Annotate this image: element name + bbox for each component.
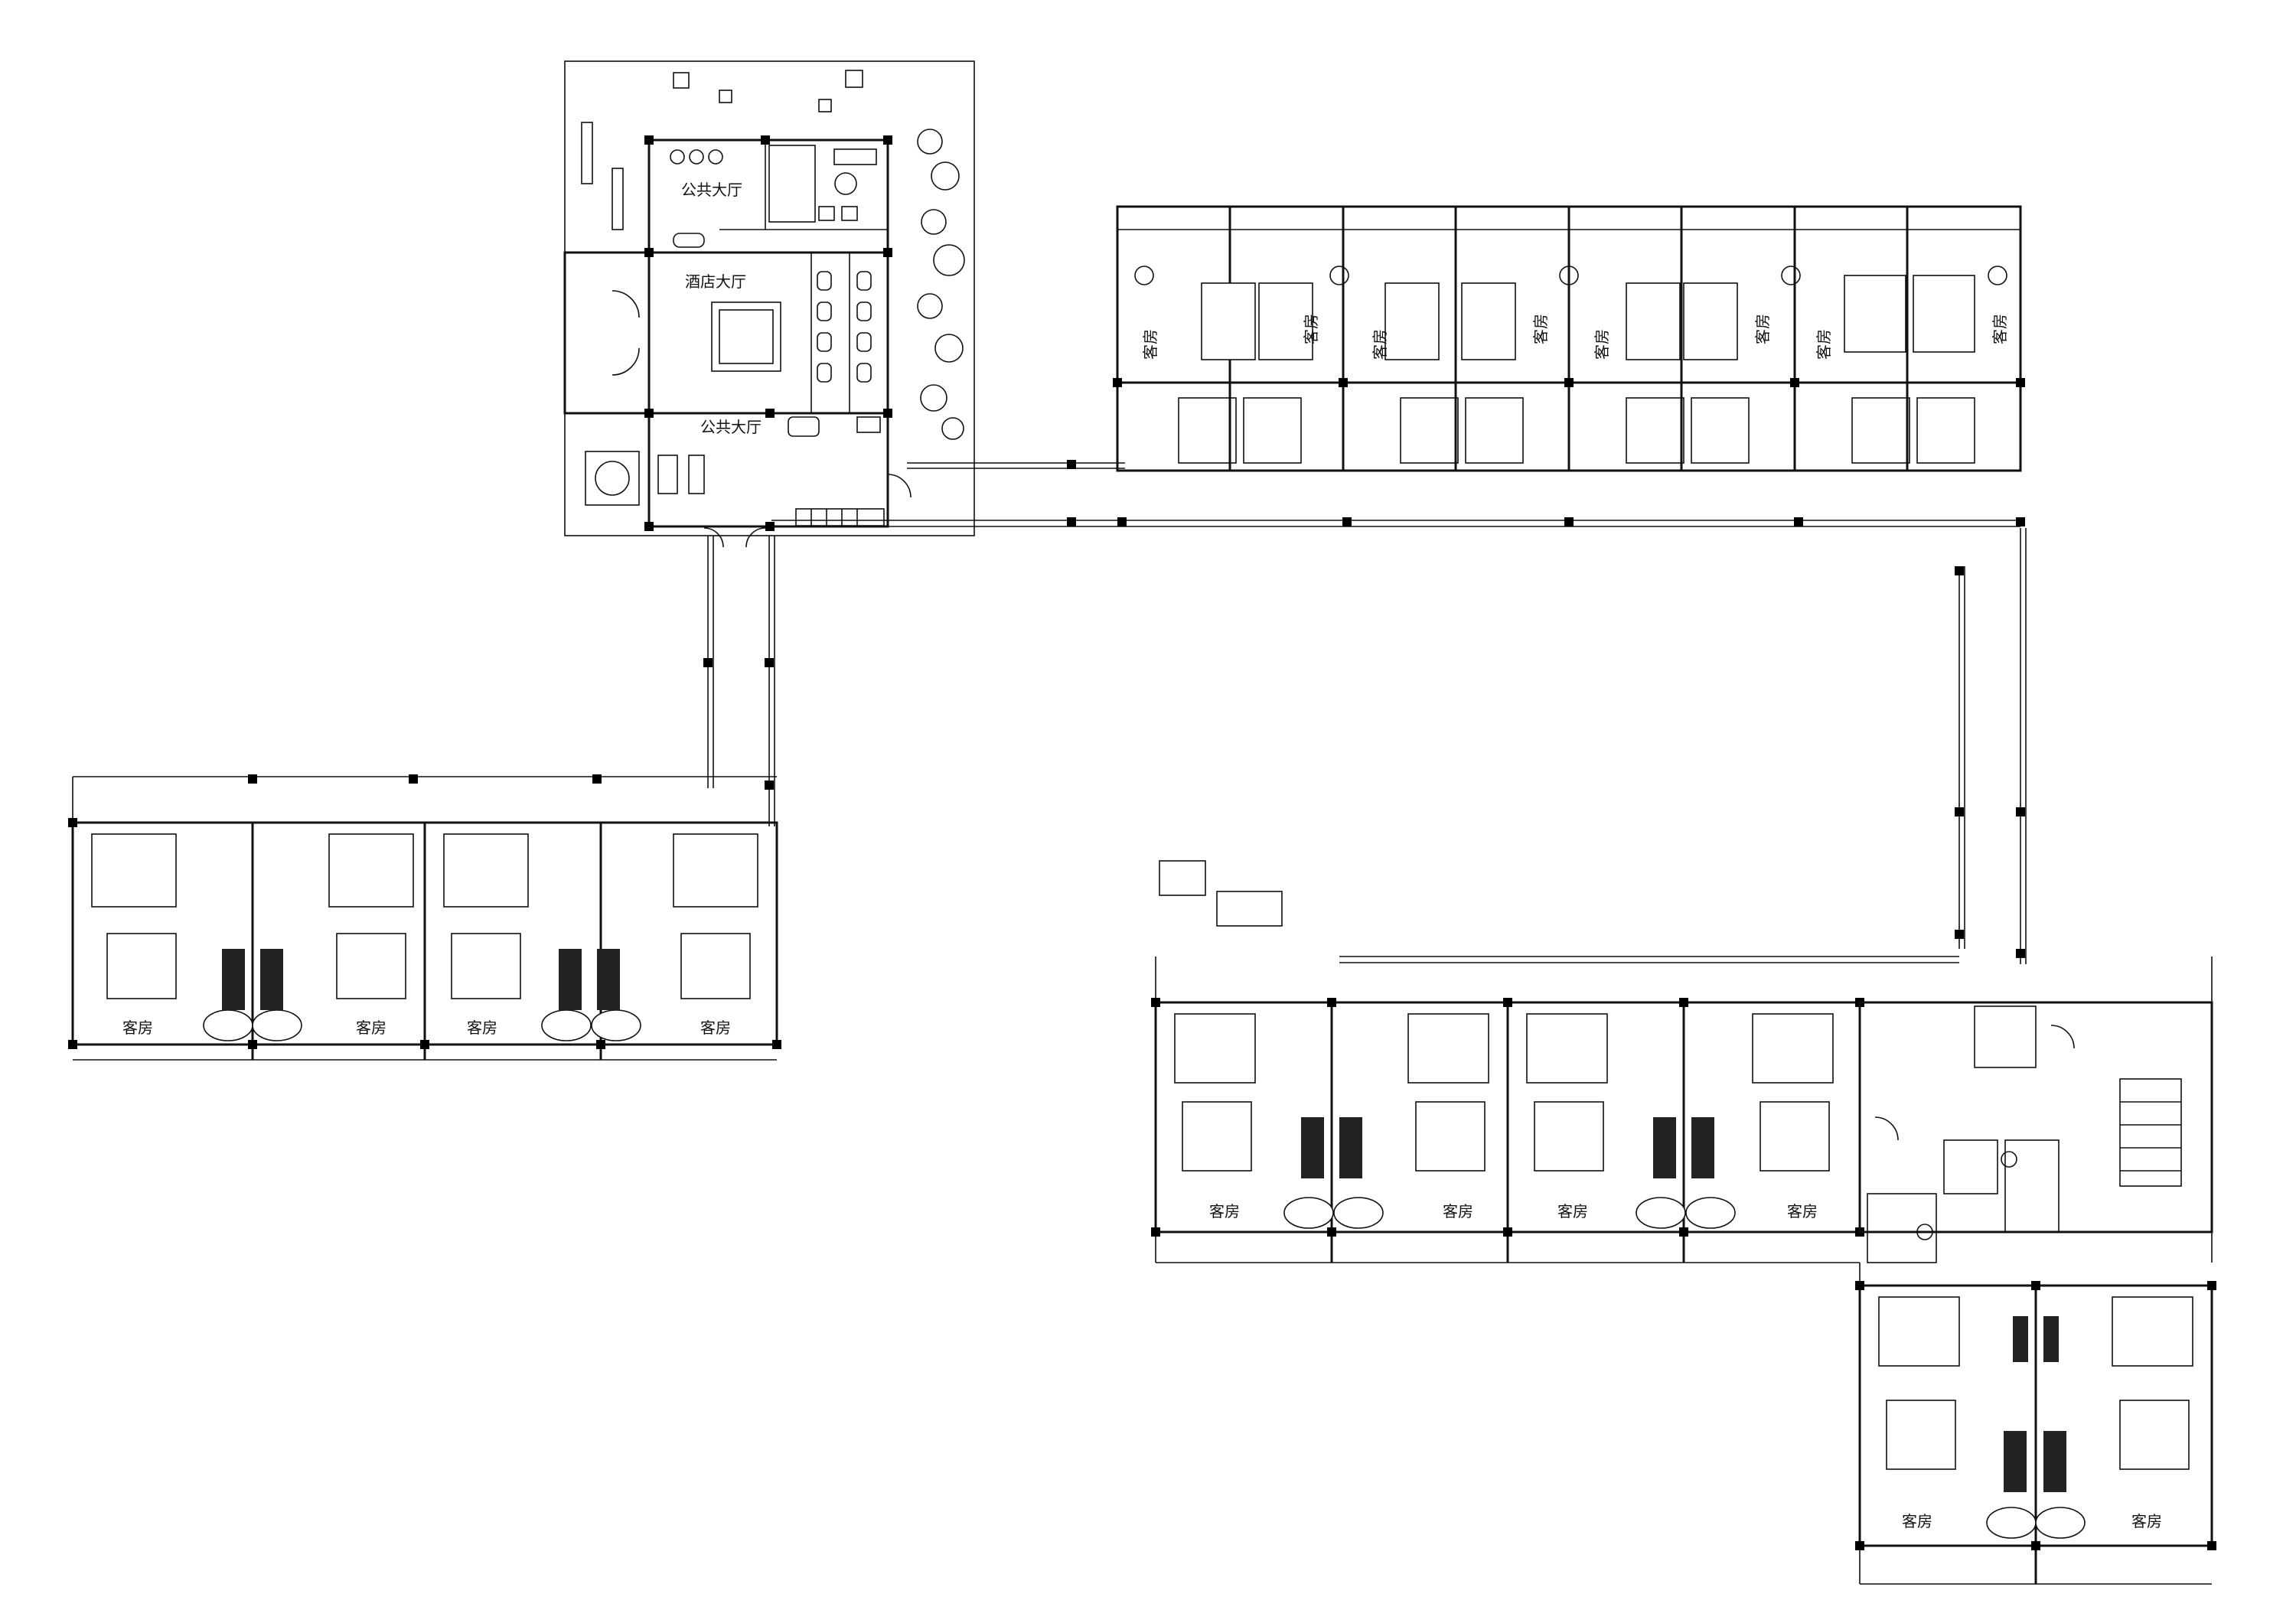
top-wing: 客房 客房 客房 客房 客房 客房 客房 客房 (1113, 205, 2025, 472)
garden-plants (917, 129, 965, 440)
top-room-label-3: 客房 (1371, 329, 1389, 360)
middle-room-label-3: 客房 (1557, 1203, 1588, 1221)
top-room-label-5: 客房 (1593, 329, 1611, 360)
top-wing-rooms (1134, 207, 2007, 471)
left-room-label-3: 客房 (467, 1019, 497, 1037)
public-hall-top-label: 公共大厅 (681, 181, 742, 199)
top-room-label-6: 客房 (1754, 314, 1772, 344)
bottom-wing: 客房 客房 (1855, 1263, 2216, 1585)
left-room-label-2: 客房 (356, 1019, 386, 1037)
top-room-label-4: 客房 (1532, 314, 1550, 344)
left-room-label-4: 客房 (700, 1019, 731, 1037)
top-room-label-7: 客房 (1815, 329, 1833, 360)
middle-wing: 客房 客房 客房 客房 (1151, 860, 1864, 1263)
middle-room-label-1: 客房 (1209, 1203, 1240, 1221)
left-room-label-1: 客房 (122, 1019, 153, 1037)
bottom-room-label-1: 客房 (1902, 1513, 1932, 1530)
top-room-label-2: 客房 (1303, 314, 1320, 344)
top-room-label-8: 客房 (1991, 314, 2009, 344)
public-hall-bottom-label: 公共大厅 (700, 419, 762, 436)
bottom-room-label-2: 客房 (2131, 1513, 2162, 1530)
top-room-label-1: 客房 (1142, 329, 1159, 360)
lobby-block: 公共大厅 酒店大厅 公共大厅 (563, 60, 975, 548)
middle-room-label-2: 客房 (1443, 1203, 1473, 1221)
left-wing: 客房 客房 客房 客房 (68, 774, 781, 1061)
lobby-seating (817, 271, 872, 383)
hotel-hall-label: 酒店大厅 (685, 273, 746, 291)
service-core (1858, 957, 2213, 1263)
corridors (703, 460, 2027, 964)
middle-room-label-4: 客房 (1787, 1203, 1818, 1221)
